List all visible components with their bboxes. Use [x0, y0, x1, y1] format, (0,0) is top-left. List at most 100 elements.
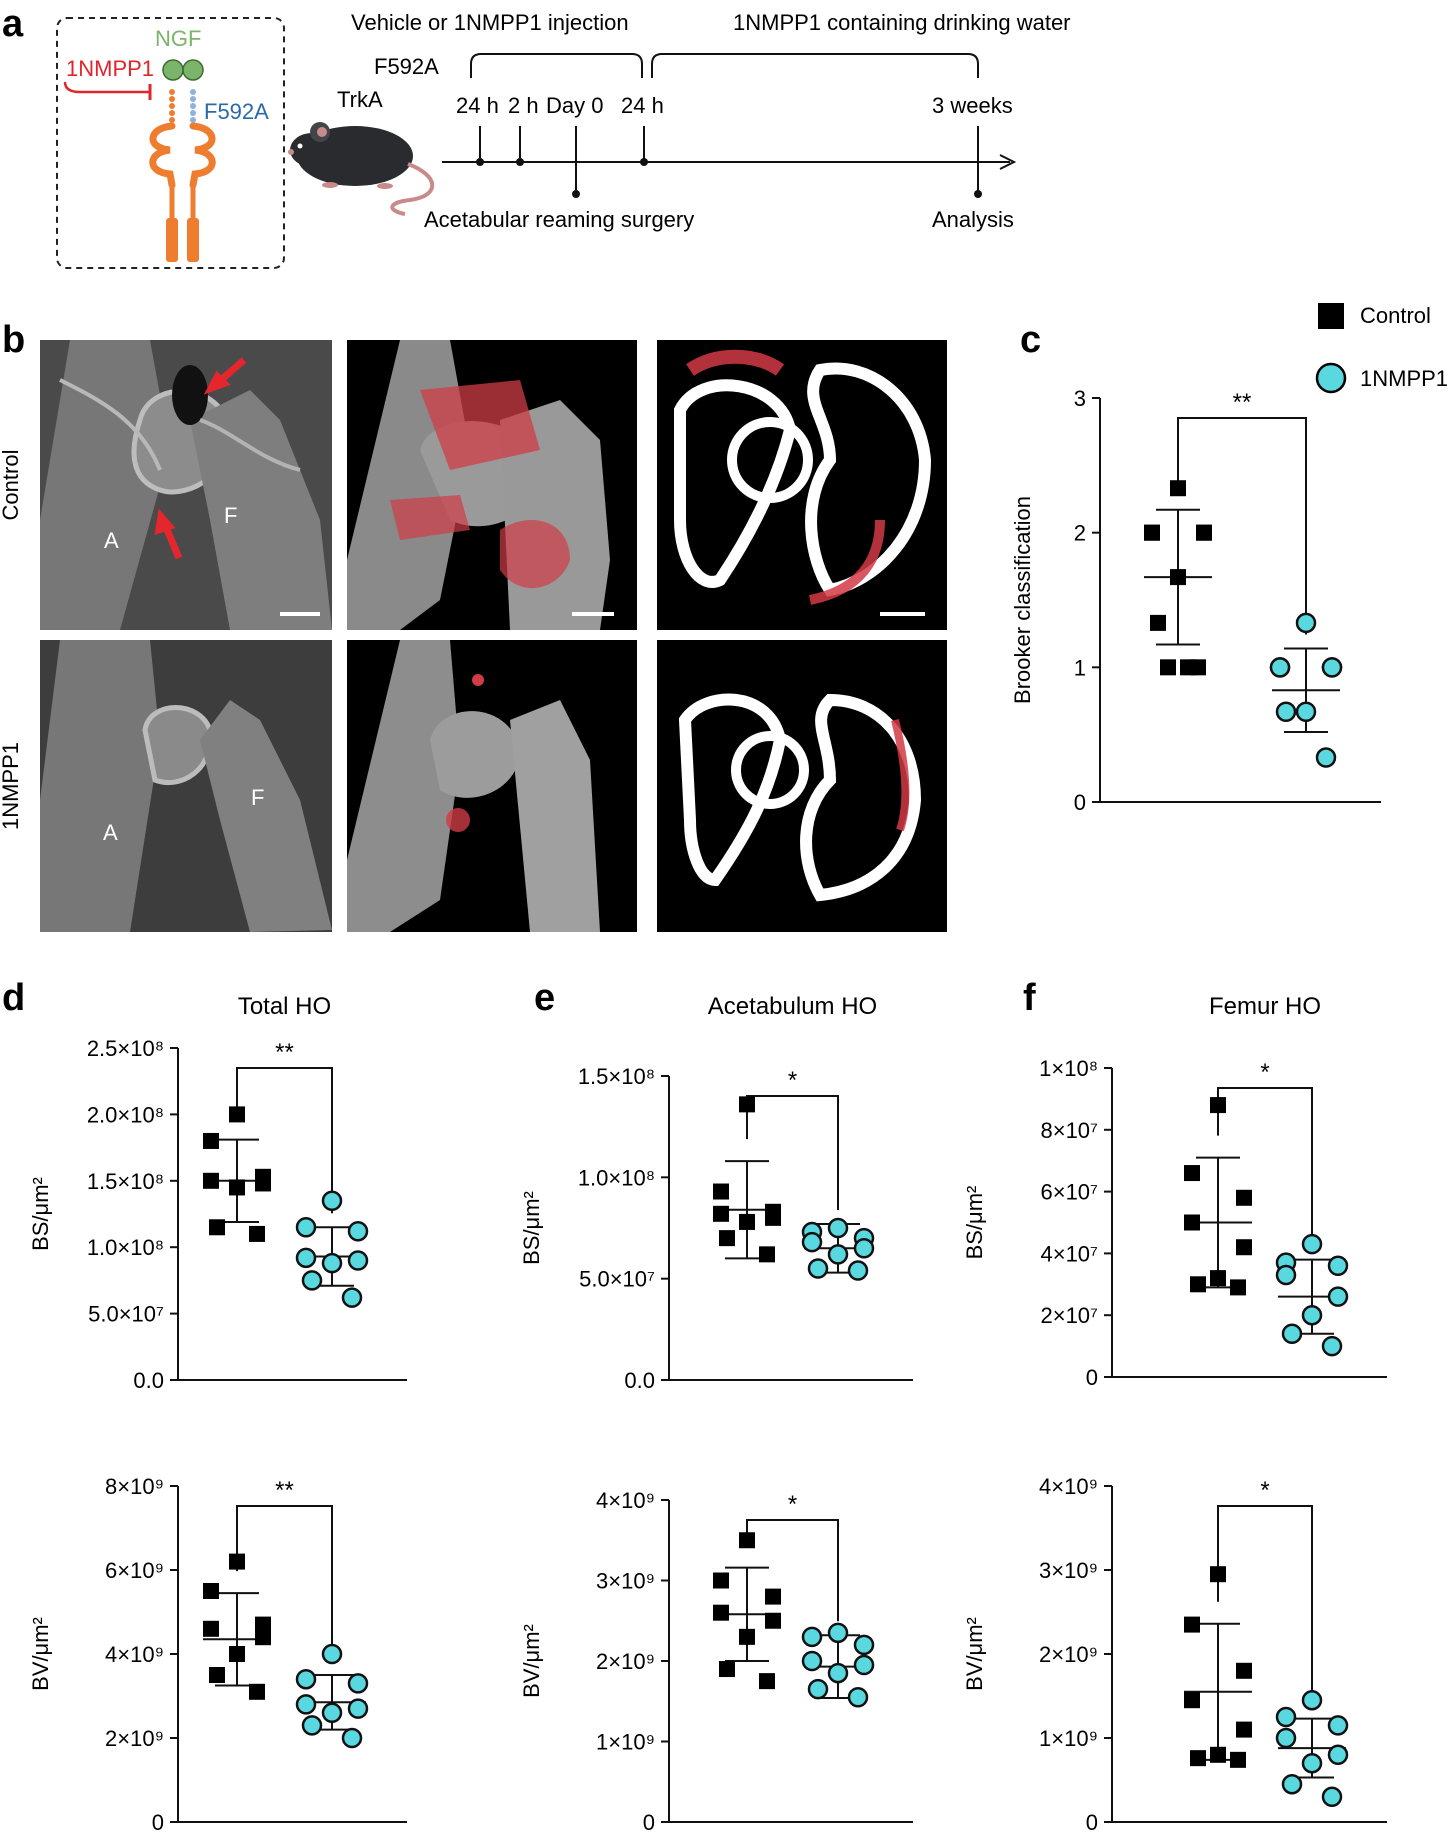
panel-label-e: e	[534, 977, 555, 1019]
data-point-1nmpp1-e1	[801, 1231, 823, 1253]
data-point-1nmpp1-d1	[347, 1250, 369, 1271]
y-axis-title-d2: BV/μm²	[28, 1617, 53, 1691]
data-point-1nmpp1-f1	[1321, 1335, 1343, 1357]
data-point-1nmpp1-e1	[853, 1238, 875, 1259]
inhibitor-arrow	[63, 81, 150, 94]
legend-control-marker	[1318, 303, 1344, 329]
data-point-1nmpp1-d2	[341, 1727, 363, 1749]
data-point-control-c	[1196, 524, 1212, 541]
data-point-control-d2	[255, 1629, 271, 1646]
y-tick-label-d2: 2×10⁹	[105, 1726, 164, 1751]
data-point-control-c	[1150, 614, 1166, 631]
data-point-control-e2	[739, 1532, 755, 1549]
data-point-1nmpp1-f2	[1301, 1689, 1323, 1711]
data-point-1nmpp1-d2	[321, 1702, 343, 1724]
data-point-control-d1	[249, 1225, 265, 1242]
treatment-label-2: 1NMPP1 containing drinking water	[733, 10, 1071, 35]
ho-overlay	[420, 380, 540, 470]
row-label-control: Control	[0, 450, 23, 521]
data-point-control-f1	[1230, 1279, 1246, 1296]
y-tick-label-e1: 5.0×10⁷	[579, 1267, 655, 1292]
significance-bracket-e2	[746, 1519, 839, 1622]
y-tick-label-e2: 2×10⁹	[596, 1649, 655, 1674]
significance-label-d2: **	[275, 1477, 294, 1504]
data-point-control-f2	[1210, 1566, 1226, 1583]
data-point-control-d2	[229, 1553, 245, 1570]
treatment-label-1: Vehicle or 1NMPP1 injection	[351, 10, 629, 35]
data-point-1nmpp1-c	[1275, 701, 1297, 723]
data-point-1nmpp1-c	[1321, 657, 1343, 678]
legend-1nmpp1-label: 1NMPP1	[1360, 366, 1448, 391]
y-tick-label-c: 0	[1074, 790, 1086, 815]
y-tick-label-d1: 5.0×10⁷	[88, 1302, 164, 1327]
data-point-control-c	[1144, 524, 1160, 541]
y-tick-label-e1: 1.0×10⁸	[578, 1165, 655, 1190]
injection-bracket	[470, 53, 643, 78]
mutation-label: F592A	[204, 99, 269, 124]
data-point-1nmpp1-d2	[321, 1643, 343, 1665]
data-point-control-e2	[713, 1572, 729, 1589]
y-tick-label-f2: 2×10⁹	[1039, 1642, 1098, 1667]
y-tick-label-f1: 2×10⁷	[1040, 1303, 1098, 1328]
data-point-1nmpp1-d2	[347, 1673, 369, 1694]
y-axis-title-e1: BS/μm²	[519, 1191, 544, 1265]
label-acetabulum: A	[104, 528, 119, 553]
data-point-control-f2	[1236, 1662, 1252, 1679]
data-point-control-e2	[713, 1604, 729, 1621]
data-point-control-c	[1160, 659, 1176, 676]
data-point-1nmpp1-f1	[1301, 1233, 1323, 1255]
y-tick-label-d2: 6×10⁹	[105, 1558, 164, 1583]
data-point-1nmpp1-e2	[801, 1626, 823, 1648]
scale-bar-2	[572, 612, 614, 616]
data-point-control-d1	[203, 1132, 219, 1149]
label-acetabulum-2: A	[103, 820, 118, 845]
ct-slice-control-image	[657, 340, 947, 630]
data-point-1nmpp1-d1	[295, 1247, 317, 1269]
data-point-control-f2	[1184, 1692, 1200, 1709]
data-point-1nmpp1-e1	[827, 1217, 849, 1239]
y-tick-label-f1: 6×10⁷	[1040, 1180, 1098, 1205]
data-point-control-f2	[1210, 1746, 1226, 1763]
significance-bracket-d1	[236, 1067, 333, 1214]
data-point-control-e1	[713, 1205, 729, 1222]
chart-d-total-ho-bs: 0.05.0×10⁷1.0×10⁸1.5×10⁸2.0×10⁸2.5×10⁸BS…	[28, 993, 407, 1393]
timeline-arrow-icon	[999, 154, 1017, 170]
y-tick-label-d1: 1.0×10⁸	[87, 1235, 164, 1260]
data-point-control-c	[1170, 569, 1186, 586]
data-point-control-f1	[1236, 1189, 1252, 1206]
label-femur-2: F	[251, 785, 264, 810]
data-point-1nmpp1-d1	[295, 1217, 317, 1238]
y-tick-label-c: 3	[1074, 386, 1086, 411]
data-point-control-e1	[765, 1209, 781, 1226]
panel-label-c: c	[1020, 319, 1041, 361]
significance-label-f1: *	[1260, 1059, 1269, 1086]
data-point-1nmpp1-f2	[1327, 1715, 1349, 1736]
ngf-dimer-right	[182, 59, 204, 81]
significance-label-f2: *	[1260, 1477, 1269, 1504]
data-point-1nmpp1-f2	[1321, 1786, 1343, 1808]
data-point-1nmpp1-e2	[807, 1678, 829, 1700]
y-tick-label-f2: 3×10⁹	[1039, 1558, 1098, 1583]
y-tick-label-d1: 2.0×10⁸	[87, 1102, 164, 1127]
y-tick-label-c: 1	[1074, 655, 1086, 680]
significance-label-c: **	[1233, 389, 1252, 416]
significance-label-d1: **	[275, 1039, 294, 1066]
y-tick-label-f2: 1×10⁹	[1039, 1726, 1098, 1751]
data-point-1nmpp1-d2	[347, 1698, 369, 1719]
data-point-1nmpp1-d2	[295, 1694, 317, 1715]
data-point-1nmpp1-f1	[1281, 1323, 1303, 1344]
trka-receptor-icon	[149, 89, 216, 262]
data-point-1nmpp1-c	[1295, 701, 1317, 723]
y-tick-label-e2: 3×10⁹	[596, 1569, 655, 1594]
data-point-1nmpp1-e2	[801, 1650, 823, 1672]
timeline-label-2h: 2 h	[508, 93, 539, 118]
data-point-control-e2	[719, 1661, 735, 1678]
data-point-1nmpp1-d1	[301, 1270, 323, 1291]
timeline-markers	[476, 126, 982, 198]
data-point-1nmpp1-d1	[341, 1287, 363, 1308]
data-point-control-e2	[759, 1673, 775, 1690]
